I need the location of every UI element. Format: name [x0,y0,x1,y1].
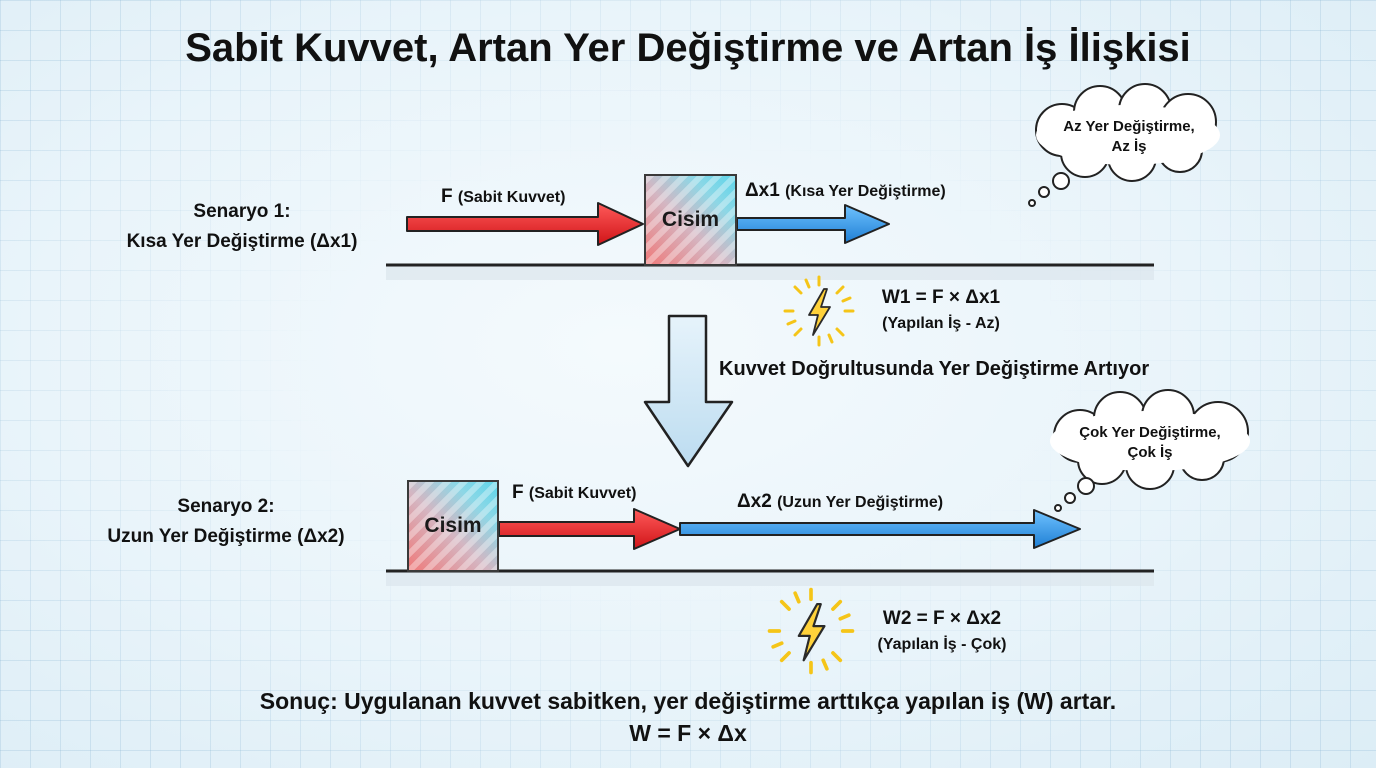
ground-shadow-2 [386,572,1154,586]
force-label-2: F (Sabit Kuvvet) [512,482,636,504]
thought-line-2a: Çok Yer Değiştirme, [1079,424,1221,441]
conclusion-formula: W = F × Δx [629,720,747,746]
force-note-2: (Sabit Kuvvet) [528,485,637,502]
force-symbol-2: F [512,482,524,503]
work-equation-1: W1 = F × Δx1 [881,287,1001,308]
object-label-2: Cisim [424,514,482,537]
thought-line-1a: Az Yer Değiştirme, [1063,118,1195,135]
scenario-2-title: Senaryo 2: [177,496,275,517]
force-label-1: F (Sabit Kuvvet) [441,186,565,208]
scenario-1-subtitle: Kısa Yer Değiştirme (Δx1) [126,231,358,252]
thought-bubble-icon [1028,83,1220,207]
displacement-symbol-2: Δx2 [737,491,772,512]
object-box-2: Cisim [407,480,499,572]
object-label-1: Cisim [661,208,720,231]
work-note-2: (Yapılan İş - Çok) [877,636,1007,653]
displacement-arrow-1 [736,204,890,244]
conclusion-text: Sonuç: Uygulanan kuvvet sabitken, yer de… [259,688,1117,714]
displacement-label-1: Δx1 (Kısa Yer Değiştirme) [745,180,946,202]
transition-label: Kuvvet Doğrultusunda Yer Değiştirme Artı… [719,358,1150,380]
force-symbol-1: F [441,186,453,207]
displacement-arrow-2 [679,509,1081,549]
object-box-1: Cisim [644,174,737,266]
force-note-1: (Sabit Kuvvet) [457,189,566,206]
work-formula-1: W1 = F × Δx1 (Yapılan İş - Az) [846,285,1036,337]
down-arrow-icon [643,314,734,468]
ground-shadow-1 [386,266,1154,280]
work-note-1: (Yapılan İş - Az) [882,315,1000,332]
thought-text-1: Az Yer Değiştirme, Az İş [1040,117,1218,157]
work-equation-2: W2 = F × Δx2 [882,608,1002,629]
scenario-2-subtitle: Uzun Yer Değiştirme (Δx2) [107,526,345,547]
thought-text-2: Çok Yer Değiştirme, Çok İş [1052,423,1248,463]
lightning-icon [767,587,855,675]
displacement-note-1: (Kısa Yer Değiştirme) [785,183,946,200]
scenario-1-label: Senaryo 1: Kısa Yer Değiştirme (Δx1) [60,197,424,257]
scenario-1-title: Senaryo 1: [193,201,291,222]
work-formula-2: W2 = F × Δx2 (Yapılan İş - Çok) [852,606,1032,658]
page-title: Sabit Kuvvet, Artan Yer Değiştirme ve Ar… [185,26,1191,70]
scenario-2-label: Senaryo 2: Uzun Yer Değiştirme (Δx2) [44,492,408,552]
displacement-label-2: Δx2 (Uzun Yer Değiştirme) [737,491,943,513]
lightning-icon [783,275,855,347]
displacement-note-2: (Uzun Yer Değiştirme) [777,494,944,511]
displacement-symbol-1: Δx1 [745,180,780,201]
thought-line-2b: Çok İş [1127,444,1173,461]
force-arrow-1 [406,202,644,246]
thought-bubble-icon [1050,389,1250,512]
thought-line-1b: Az İş [1111,138,1147,155]
force-arrow-2 [498,508,681,550]
